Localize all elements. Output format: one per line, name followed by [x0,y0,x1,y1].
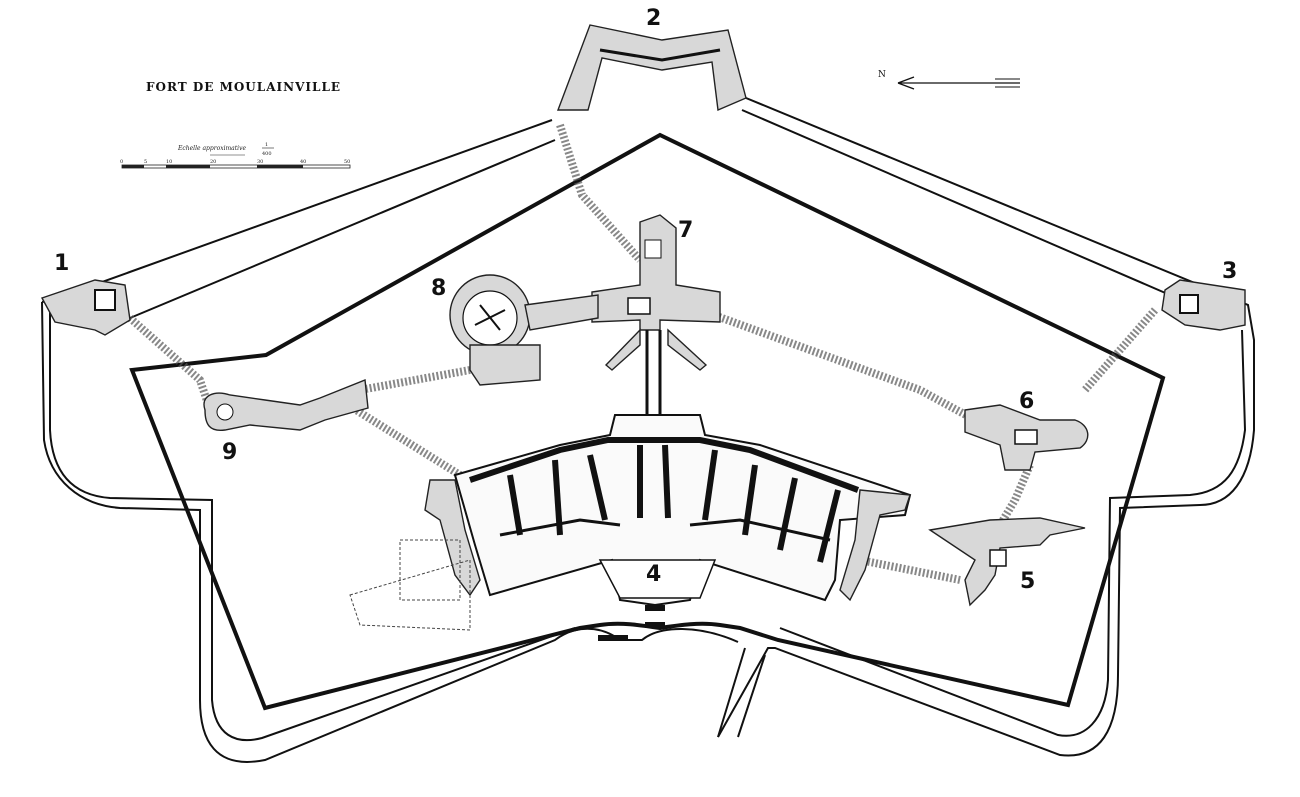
battery-5 [928,517,1086,607]
label-7: 7 [678,218,693,243]
label-2: 2 [646,6,661,31]
scale-fraction-top: 1 [265,142,268,148]
scale-tick-3: 20 [210,159,216,165]
label-9: 9 [222,440,237,465]
north-arrow: N [878,70,1020,90]
caponier-1 [40,279,131,336]
scale-caption: Echelle approximative [177,145,246,152]
west-wing [349,479,481,631]
barracks-4 [453,414,912,641]
scale-fraction-bottom: 400 [262,151,272,157]
scale-tick-4: 30 [257,159,263,165]
north-label: N [878,70,886,80]
label-1: 1 [54,251,69,276]
scale-bar: Echelle approximative 1 400 0 5 10 20 30… [120,142,351,169]
turret-7 [591,214,721,331]
label-5: 5 [1020,569,1035,594]
caponier-3 [1161,279,1246,331]
scale-tick-1: 5 [144,159,147,165]
turret-8 [449,274,599,386]
label-3: 3 [1222,259,1237,284]
turret-9 [203,379,369,432]
scale-tick-5: 40 [300,159,306,165]
ditch-line-north [129,109,1171,319]
turret-6 [964,404,1089,471]
main-rampart [129,132,1166,711]
scarp-wall [49,310,576,742]
label-6: 6 [1019,389,1034,414]
site-labels: 1 2 3 4 5 6 7 8 9 [54,6,1237,594]
entrance-road [717,647,766,738]
scale-tick-6: 50 [344,159,350,165]
scale-tick-2: 10 [166,159,172,165]
caponier-2 [556,24,747,112]
scarp-wall-east [779,329,1247,737]
plan-title: FORT DE MOULAINVILLE [146,80,341,94]
label-4: 4 [646,562,661,587]
label-8: 8 [431,276,446,301]
east-wing [839,489,911,602]
scale-tick-0: 0 [120,159,123,165]
central-corridor [604,328,708,415]
